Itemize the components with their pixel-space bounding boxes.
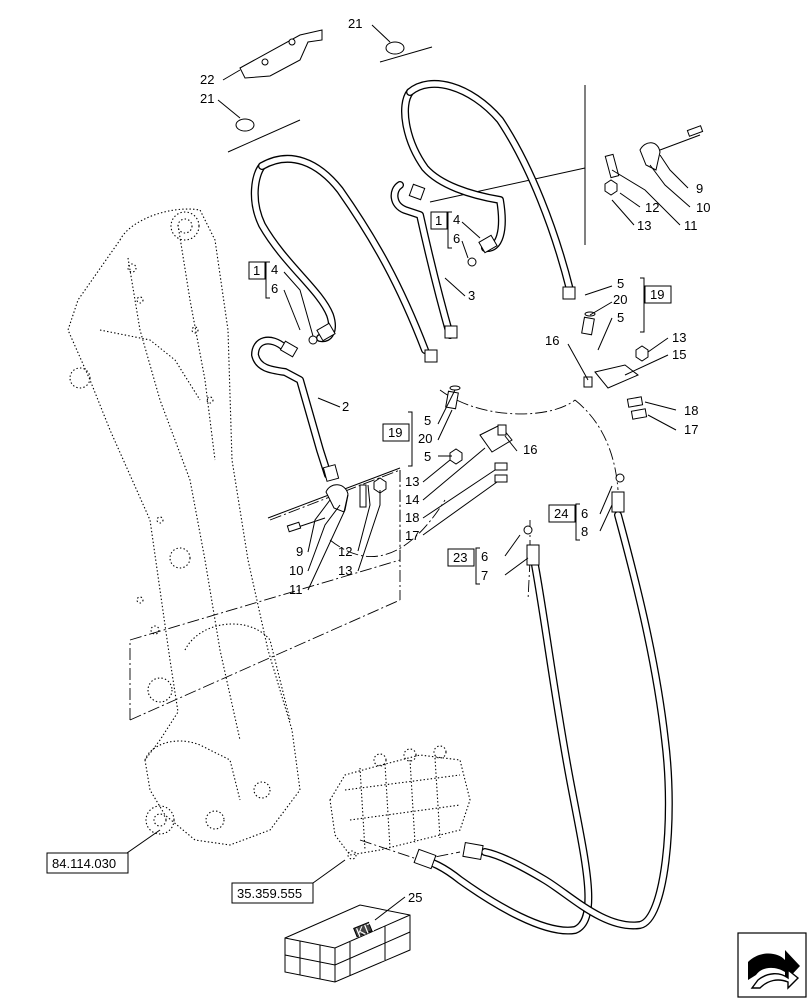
construction-lines [129, 389, 621, 861]
callout-9: 9 [296, 544, 303, 559]
kit-crate: KIT [284, 904, 411, 983]
callout-6: 6 [581, 506, 588, 521]
ref-box-24-text: 24 [554, 506, 568, 521]
callout-5: 5 [617, 310, 624, 325]
callout-18: 18 [684, 403, 698, 418]
callout-14: 14 [405, 492, 419, 507]
reference-boxes: 1 1 19 19 24 23 [248, 211, 672, 567]
adapter-20 [581, 316, 595, 336]
ref-box-19-text: 19 [388, 425, 402, 440]
callout-21: 21 [200, 91, 214, 106]
callout-18: 18 [405, 510, 419, 525]
callout-4: 4 [453, 212, 460, 227]
rigid-tube-2 [251, 336, 340, 482]
ref-box-19-text: 19 [650, 287, 664, 302]
o-ring-6 [308, 335, 318, 345]
tube-fitting [322, 464, 340, 482]
callout-5: 5 [617, 276, 624, 291]
section-ref-loader-arm-text[interactable]: 84.114.030 [52, 856, 116, 871]
adapter-20 [445, 390, 459, 410]
ref-box-23 [447, 548, 475, 567]
hydraulic-hoses [250, 80, 673, 935]
callout-9: 9 [696, 181, 703, 196]
o-ring-6 [615, 473, 625, 483]
section-ref-control-valve[interactable] [231, 882, 314, 904]
callout-10: 10 [289, 563, 303, 578]
callout-16: 16 [523, 442, 537, 457]
ref-box-24 [548, 504, 576, 523]
nut-13 [635, 345, 649, 362]
callout-15: 15 [672, 347, 686, 362]
ref-box-1 [430, 211, 448, 230]
group-brackets [265, 211, 645, 585]
leader-lines [126, 24, 691, 921]
control-valve [329, 745, 471, 860]
ref-box-1-text: 1 [253, 263, 260, 278]
callout-11: 11 [289, 582, 303, 597]
next-page-arrow-icon[interactable] [737, 932, 807, 998]
callout-21: 21 [348, 16, 362, 31]
ref-box-1-text: 1 [435, 213, 442, 228]
callout-7: 7 [481, 568, 488, 583]
cut-lines [227, 46, 586, 519]
fittings [235, 29, 704, 870]
callout-17: 17 [684, 422, 698, 437]
o-ring-6 [523, 525, 533, 535]
callout-22: 22 [200, 72, 214, 87]
callout-13: 13 [405, 474, 419, 489]
callout-16: 16 [545, 333, 559, 348]
ref-box-19 [382, 423, 410, 442]
callout-6: 6 [481, 549, 488, 564]
crate-label [353, 921, 373, 938]
callout-5: 5 [424, 449, 431, 464]
callout-12: 12 [645, 200, 659, 215]
callout-3: 3 [468, 288, 475, 303]
crate-label-text: KIT [354, 919, 378, 941]
callout-25: 25 [408, 890, 422, 905]
section-ref-loader-arm[interactable] [46, 852, 129, 874]
clamp-21 [235, 118, 255, 132]
ref-box-19 [644, 285, 672, 304]
section-ref-control-valve-text[interactable]: 35.359.555 [237, 886, 302, 901]
loader-arm [67, 208, 301, 846]
callout-5: 5 [424, 413, 431, 428]
callout-11: 11 [684, 218, 698, 233]
bracket-22 [239, 29, 323, 79]
callout-17: 17 [405, 528, 419, 543]
nut-13 [373, 477, 387, 494]
callout-6: 6 [271, 281, 278, 296]
bracket-15 [594, 364, 639, 389]
callout-13: 13 [637, 218, 651, 233]
o-ring-6 [467, 257, 477, 267]
callout-numbers: 22 21 21 4 6 2 4 6 3 9 10 11 12 13 5 20 … [200, 16, 710, 905]
tube-fitting [279, 340, 299, 358]
ref-box-1 [248, 261, 266, 280]
callout-12: 12 [338, 544, 352, 559]
ref-box-23-text: 23 [453, 550, 467, 565]
callout-20: 20 [613, 292, 627, 307]
callout-13: 13 [672, 330, 686, 345]
callout-2: 2 [342, 399, 349, 414]
callout-4: 4 [271, 262, 278, 277]
section-references: 84.114.030 35.359.555 [46, 852, 314, 904]
callout-10: 10 [696, 200, 710, 215]
clamp-21 [385, 41, 405, 55]
callout-8: 8 [581, 524, 588, 539]
callout-20: 20 [418, 431, 432, 446]
callout-13: 13 [338, 563, 352, 578]
callout-6: 6 [453, 231, 460, 246]
nut-13 [604, 179, 618, 196]
